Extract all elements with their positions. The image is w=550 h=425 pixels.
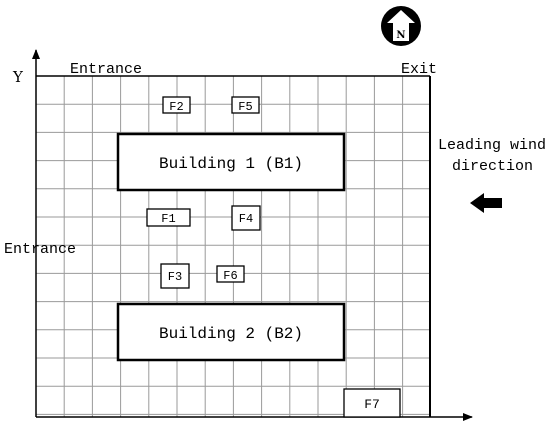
facility-f3-label: F3 bbox=[168, 270, 182, 284]
facility-f6: F6 bbox=[216, 265, 245, 283]
facility-f1: F1 bbox=[146, 208, 191, 227]
facility-f6-label: F6 bbox=[223, 269, 237, 283]
building-2-label: Building 2 (B2) bbox=[159, 325, 303, 343]
building-2: Building 2 (B2) bbox=[116, 302, 346, 362]
wind-label-line2: direction bbox=[452, 158, 533, 175]
facility-f5-label: F5 bbox=[238, 100, 252, 114]
exit-label: Exit bbox=[401, 61, 437, 78]
facility-f2: F2 bbox=[162, 96, 191, 114]
compass-letter: N bbox=[396, 30, 405, 41]
facility-f7-label: F7 bbox=[364, 397, 380, 412]
facility-f7: F7 bbox=[343, 388, 401, 418]
wind-direction-arrow-icon bbox=[470, 193, 502, 213]
site-grid bbox=[36, 76, 430, 417]
facility-f1-label: F1 bbox=[161, 212, 175, 226]
building-1-label: Building 1 (B1) bbox=[159, 155, 303, 173]
facility-f3: F3 bbox=[160, 263, 190, 289]
facility-f5: F5 bbox=[231, 96, 260, 114]
facility-f2-label: F2 bbox=[169, 100, 183, 114]
entrance-top-label: Entrance bbox=[70, 61, 142, 78]
north-compass-icon: N bbox=[381, 6, 421, 46]
building-1: Building 1 (B1) bbox=[116, 132, 346, 192]
facility-f4-label: F4 bbox=[239, 212, 253, 226]
wind-label-line1: Leading wind bbox=[438, 137, 546, 154]
y-axis-label: Y bbox=[12, 68, 24, 86]
entrance-left-label: Entrance bbox=[4, 241, 76, 258]
facility-f4: F4 bbox=[231, 205, 261, 231]
